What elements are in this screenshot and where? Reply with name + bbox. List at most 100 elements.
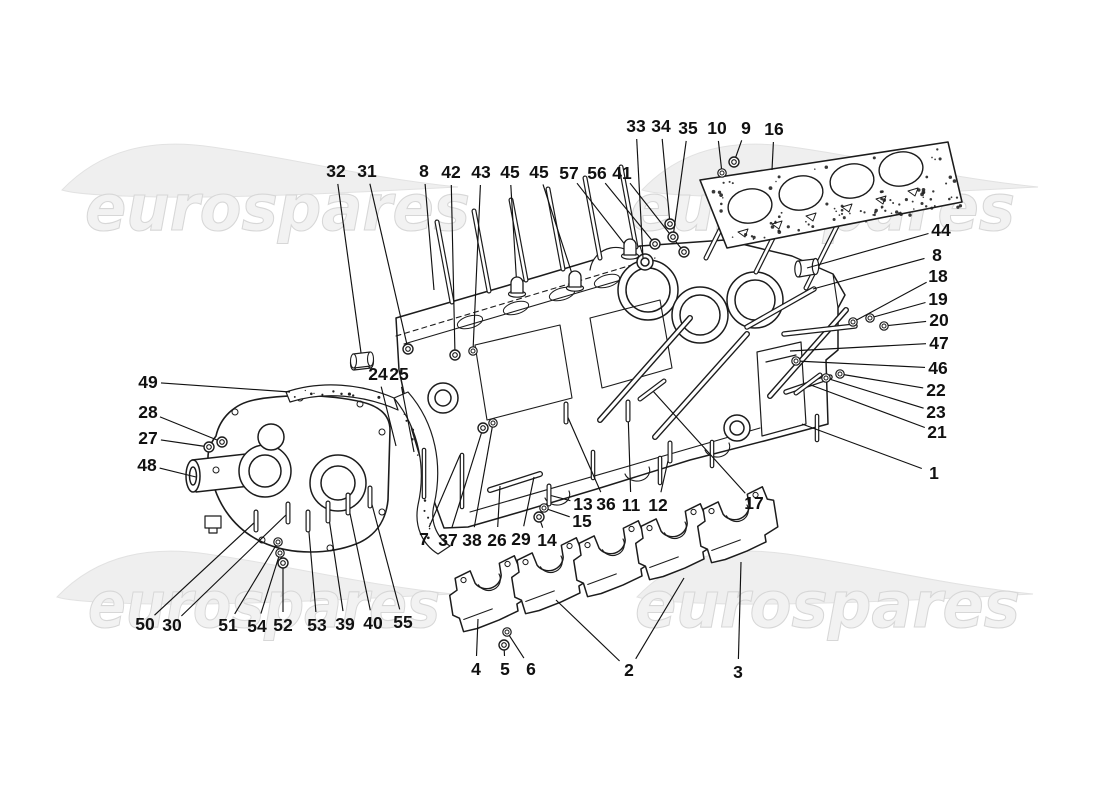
part-number-label: 41	[612, 163, 632, 183]
part-number-label: 39	[335, 614, 355, 634]
part-glyph	[216, 436, 228, 448]
leader-line	[672, 140, 687, 238]
part-number-label: 17	[744, 493, 763, 513]
part-number-label: 34	[651, 116, 671, 136]
leader-line	[737, 561, 742, 660]
leader-line	[771, 141, 774, 171]
part-number-label: 21	[927, 422, 947, 442]
part-glyph	[821, 373, 831, 383]
part-glyph	[533, 511, 545, 523]
leader-line	[307, 520, 317, 613]
part-number-label: 5	[500, 659, 510, 679]
leader-line	[789, 343, 927, 352]
leader-line	[472, 184, 481, 352]
part-number-label: 15	[572, 511, 592, 531]
part-number-label: 35	[678, 118, 698, 138]
watermark-bottom-right: eurospares	[634, 550, 1034, 644]
part-number-label: 50	[135, 614, 155, 634]
leader-line	[473, 422, 494, 528]
cover-gasket-top	[285, 384, 399, 411]
leader-line	[661, 138, 671, 225]
part-number-label: 11	[622, 495, 641, 515]
part-glyph	[477, 422, 489, 434]
part-glyph	[667, 231, 679, 243]
front-cover	[185, 384, 451, 555]
part-number-label: 18	[928, 266, 948, 286]
part-number-label: 57	[559, 163, 578, 183]
part-glyph	[835, 369, 845, 379]
leader-line	[160, 382, 291, 393]
part-number-label: 20	[929, 310, 949, 330]
part-number-label: 55	[393, 612, 413, 632]
part-number-label: 52	[273, 615, 293, 635]
leader-line	[369, 183, 409, 350]
leader-line	[450, 184, 456, 356]
part-glyph	[865, 313, 875, 323]
part-number-label: 36	[596, 494, 616, 514]
part-number-label: 32	[326, 161, 346, 181]
part-number-label: 48	[137, 455, 157, 475]
watermark-text: eurospares	[635, 569, 1020, 643]
part-number-label: 29	[511, 529, 531, 549]
part-glyph	[539, 503, 549, 513]
leader-line	[806, 232, 929, 269]
part-glyph	[728, 156, 740, 168]
part-number-label: 49	[138, 372, 158, 392]
leader-line	[627, 410, 632, 493]
leader-line	[428, 454, 461, 528]
leader-line	[636, 138, 644, 259]
leader-line	[380, 386, 397, 447]
part-glyph	[791, 356, 801, 366]
part-number-label: 6	[526, 659, 536, 679]
part-number-label: 38	[462, 530, 482, 550]
part-glyph	[565, 270, 585, 292]
part-number-label: 45	[529, 162, 549, 182]
leader-line	[154, 520, 257, 616]
watermark-text: eurospares	[88, 569, 440, 643]
part-glyph	[488, 418, 498, 428]
leader-line	[565, 412, 602, 493]
leader-line	[883, 320, 927, 327]
part-number-label: 44	[931, 220, 951, 240]
leader-line	[160, 439, 210, 448]
leader-line	[604, 182, 656, 245]
part-number-label: 16	[764, 119, 784, 139]
part-number-label: 8	[419, 161, 429, 181]
part-glyph	[203, 441, 215, 453]
part-number-label: 43	[471, 162, 491, 182]
leader-line	[635, 577, 685, 660]
part-number-label: 46	[928, 358, 948, 378]
part-number-label: 7	[419, 529, 429, 549]
bearing-cap	[634, 503, 717, 581]
head-gasket	[699, 141, 963, 249]
leader-line	[260, 552, 281, 614]
leader-line	[159, 467, 197, 478]
part-glyph	[793, 372, 823, 396]
leader-line	[424, 183, 435, 291]
leader-line	[869, 301, 926, 319]
leader-line	[337, 183, 363, 361]
leader-line	[369, 496, 401, 610]
part-glyph	[649, 238, 661, 250]
part-number-label: 13	[573, 494, 593, 514]
part-number-label: 42	[441, 162, 461, 182]
leader-line	[542, 184, 576, 284]
part-number-label: 22	[926, 380, 946, 400]
part-glyph	[717, 168, 727, 178]
part-number-label: 51	[218, 615, 238, 635]
part-number-label: 10	[707, 118, 727, 138]
part-number-label: 12	[648, 495, 668, 515]
drain-plug	[204, 515, 222, 534]
car-swoosh	[61, 143, 459, 198]
watermark-bottom-left: eurospares	[56, 550, 454, 644]
leader-line	[400, 386, 415, 453]
part-number-label: 27	[138, 428, 157, 448]
part-number-label: 8	[932, 245, 942, 265]
part-glyph	[449, 349, 461, 361]
bearing-cap	[510, 537, 593, 615]
part-number-label: 30	[162, 615, 182, 635]
leader-line	[801, 423, 923, 470]
part-number-label: 31	[357, 161, 377, 181]
